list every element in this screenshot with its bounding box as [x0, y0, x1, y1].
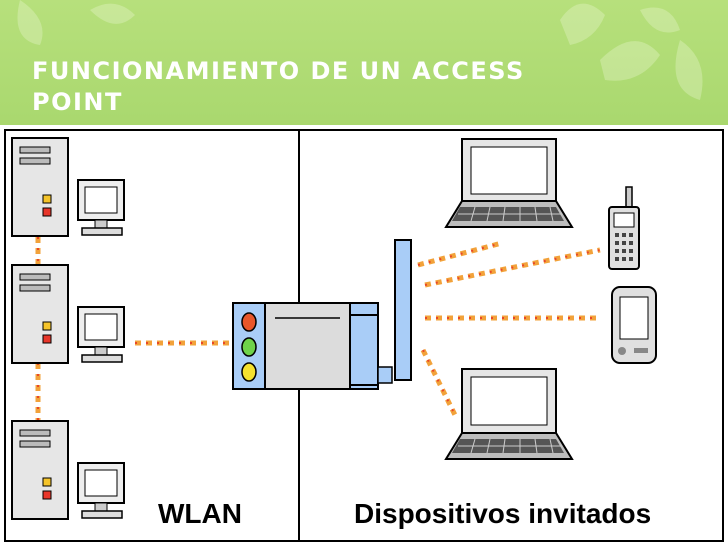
mobile-phone-icon — [608, 186, 640, 270]
led-green-icon — [241, 337, 257, 357]
wireless-link-dots — [417, 242, 601, 416]
guest-devices-label: Dispositivos invitados — [354, 498, 651, 529]
laptop-icon — [444, 138, 574, 228]
wireless-link — [417, 240, 503, 268]
monitor-icon — [77, 179, 125, 236]
pda-icon — [611, 286, 657, 364]
led-red-icon — [241, 312, 257, 332]
antenna — [394, 239, 412, 381]
server-tower-icon — [11, 264, 69, 364]
server-tower-icon — [11, 420, 69, 520]
led-yellow-icon — [241, 362, 257, 382]
monitor-icon — [77, 306, 125, 363]
wireless-link — [420, 348, 458, 417]
slide-title: FUNCIONAMIENTO DE UN ACCESS POINT — [32, 57, 525, 116]
leaf-decoration — [640, 7, 680, 33]
server-tower-icon — [11, 137, 69, 237]
leaf-decoration — [600, 41, 660, 81]
wlan-label: WLAN — [158, 498, 242, 529]
diagram-canvas: WLAN Dispositivos invitados — [4, 129, 724, 542]
leaf-decoration — [675, 40, 703, 100]
laptop-icon — [444, 368, 574, 460]
background-decoration — [17, 0, 703, 100]
access-point-icon — [232, 239, 412, 390]
monitor-icon — [77, 462, 125, 519]
leaf-decoration — [560, 3, 605, 45]
leaf-decoration — [17, 0, 43, 45]
network-diagram: WLAN Dispositivos invitados — [0, 125, 728, 546]
leaf-decoration — [90, 3, 135, 24]
